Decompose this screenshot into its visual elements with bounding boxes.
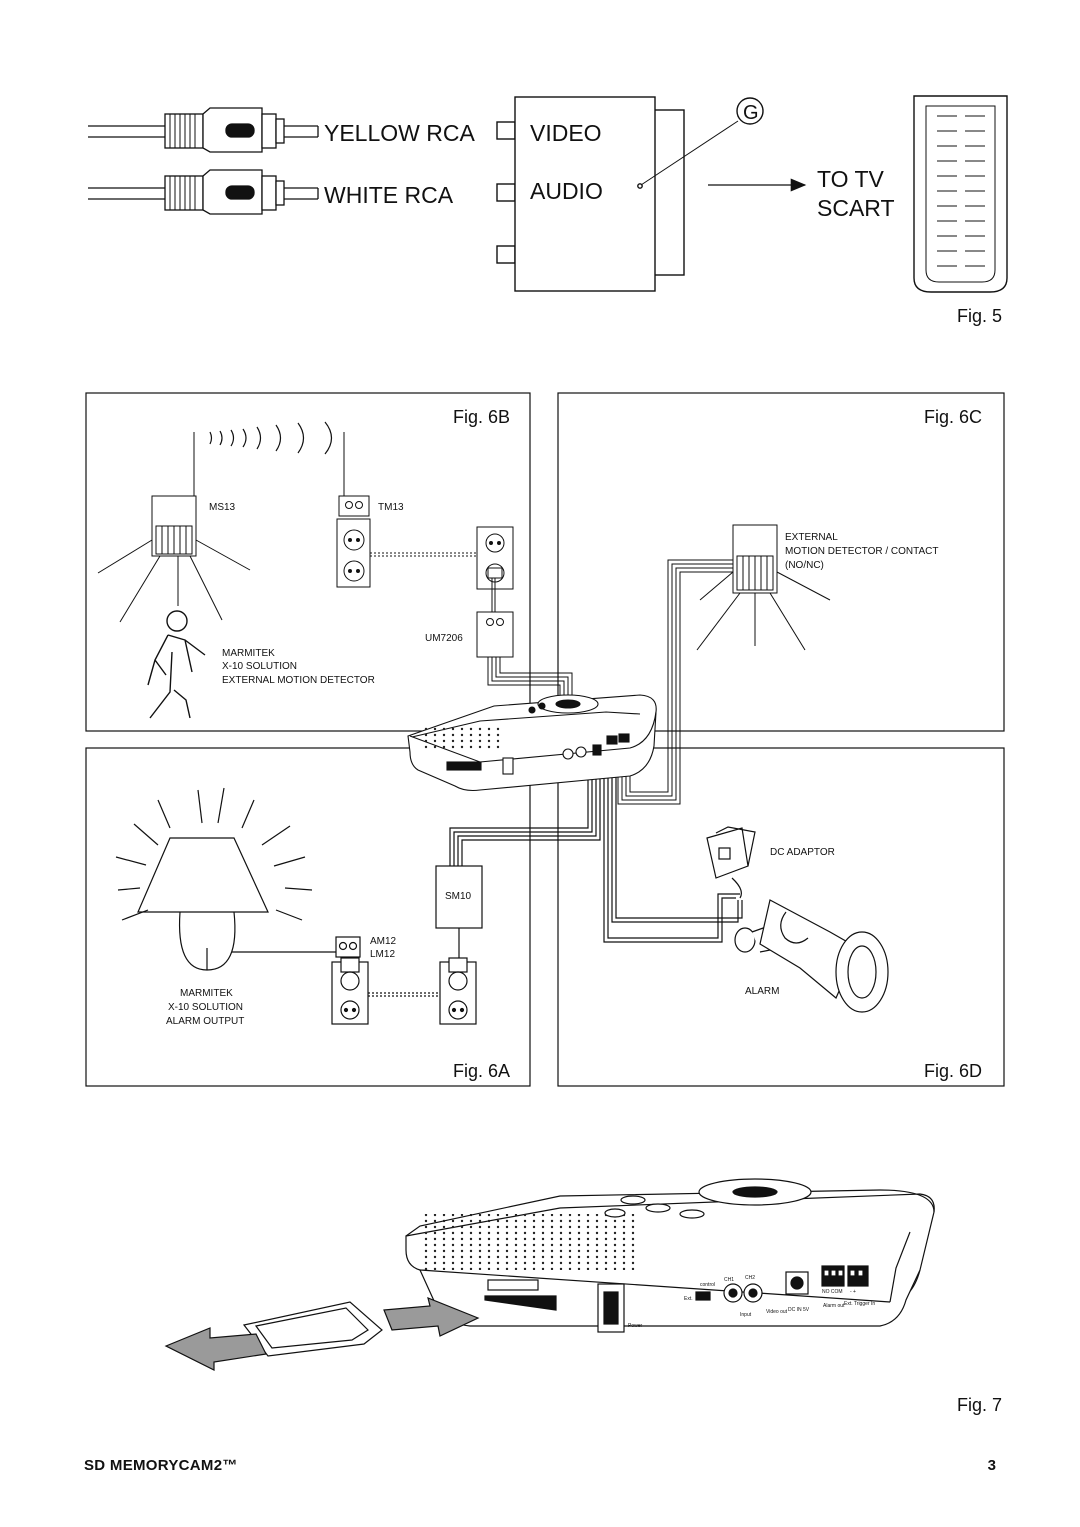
fig6b-diagram	[97, 421, 573, 736]
fig6-panels	[85, 392, 1005, 1087]
scart-adapter	[496, 96, 685, 292]
fig7-ext-trigger-label: Ext. Trigger In	[844, 1301, 875, 1307]
fig7-caption: Fig. 7	[957, 1395, 1002, 1415]
scart-label: SCART	[817, 195, 895, 221]
fig6a-caption: Fig. 6A	[453, 1061, 510, 1081]
fig6d-caption: Fig. 6D	[924, 1061, 982, 1081]
fig6a-desc-line3: ALARM OUTPUT	[166, 1016, 244, 1027]
yellow-rca-label: YELLOW RCA	[324, 120, 475, 146]
g-pointer-line	[640, 120, 739, 186]
lamp-icon	[115, 787, 313, 971]
fig5-caption: Fig. 5	[957, 306, 1002, 326]
fig7-dc-in-label: DC IN 5V	[788, 1307, 810, 1313]
fig7-no-com-label: NO COM	[822, 1289, 843, 1295]
fig6a-desc-line2: X-10 SOLUTION	[168, 1002, 243, 1013]
um7206-module-icon	[476, 611, 514, 658]
am12-label: AM12	[370, 936, 397, 947]
white-rca-label: WHITE RCA	[324, 182, 454, 208]
insert-arrow-icon	[383, 1297, 480, 1337]
fig6a-desc-line1: MARMITEK	[180, 988, 233, 999]
dc-adaptor-label: DC ADAPTOR	[770, 847, 835, 858]
eject-arrow-icon	[164, 1327, 267, 1371]
fig6a-diagram	[115, 770, 601, 1025]
audio-label: AUDIO	[530, 178, 603, 204]
ms13-label: MS13	[209, 502, 236, 513]
fig7-control-label: control	[700, 1282, 715, 1288]
yellow-rca-plug-icon	[88, 107, 319, 153]
g-callout-circle	[736, 97, 764, 125]
fig7-power-label: Power	[628, 1323, 643, 1329]
to-tv-label: TO TV	[817, 166, 885, 192]
fig6c-line1: EXTERNAL	[785, 532, 838, 543]
fig6d-panel	[557, 747, 1005, 1087]
fig6b-caption: Fig. 6B	[453, 407, 510, 427]
fig7-input-label: Input	[740, 1312, 752, 1318]
video-label: VIDEO	[530, 120, 602, 146]
lm12-label: LM12	[370, 949, 395, 960]
fig6b-desc-line3: EXTERNAL MOTION DETECTOR	[222, 675, 375, 686]
scart-socket-icon	[913, 95, 1008, 293]
radio-wave-icon	[209, 421, 333, 455]
fig6a-panel	[85, 747, 531, 1087]
fig6c-line3: (NO/NC)	[785, 560, 824, 571]
fig7-video-out-label: Video out	[766, 1309, 788, 1315]
sm10-label: SM10	[445, 891, 472, 902]
fig6b-desc-line2: X-10 SOLUTION	[222, 661, 297, 672]
fig6c-line2: MOTION DETECTOR / CONTACT	[785, 546, 939, 557]
alarm-siren-icon	[734, 899, 889, 1013]
um7206-label: UM7206	[425, 633, 463, 644]
tm13-label: TM13	[378, 502, 404, 513]
white-rca-plug-icon	[88, 169, 319, 215]
fig7-diagram	[164, 1178, 935, 1371]
fig6b-desc-line1: MARMITEK	[222, 648, 275, 659]
center-camera-icon	[407, 694, 657, 792]
tm13-transceiver-icon	[338, 495, 370, 517]
fig6c-caption: Fig. 6C	[924, 407, 982, 427]
fig6d-diagram	[603, 770, 889, 1013]
dc-adaptor-icon	[706, 826, 756, 899]
fig7-ch1-label: CH1	[724, 1277, 734, 1283]
g-callout-label: G	[743, 102, 759, 124]
fig6c-panel	[557, 392, 1005, 732]
walking-person-icon	[147, 610, 206, 719]
fig7-ch2-label: CH2	[745, 1275, 755, 1281]
fig7-minus-plus-label: - +	[850, 1289, 856, 1295]
footer-page-number: 3	[987, 1457, 996, 1474]
alarm-label: ALARM	[745, 986, 779, 997]
sd-card-icon	[242, 1301, 383, 1357]
fig6c-diagram	[617, 524, 831, 805]
fig7-alarm-out-label: Alarm out	[823, 1303, 845, 1309]
fig6b-panel	[85, 392, 531, 732]
footer-product-name: SD MEMORYCAM2™	[84, 1457, 238, 1474]
sm10-module-icon	[435, 865, 483, 929]
fig5-diagram: YELLOW RCA WHITE RCA VIDEO AUDIO G TO TV…	[88, 95, 1008, 326]
fig7-ext-label: Ext.	[684, 1296, 693, 1302]
